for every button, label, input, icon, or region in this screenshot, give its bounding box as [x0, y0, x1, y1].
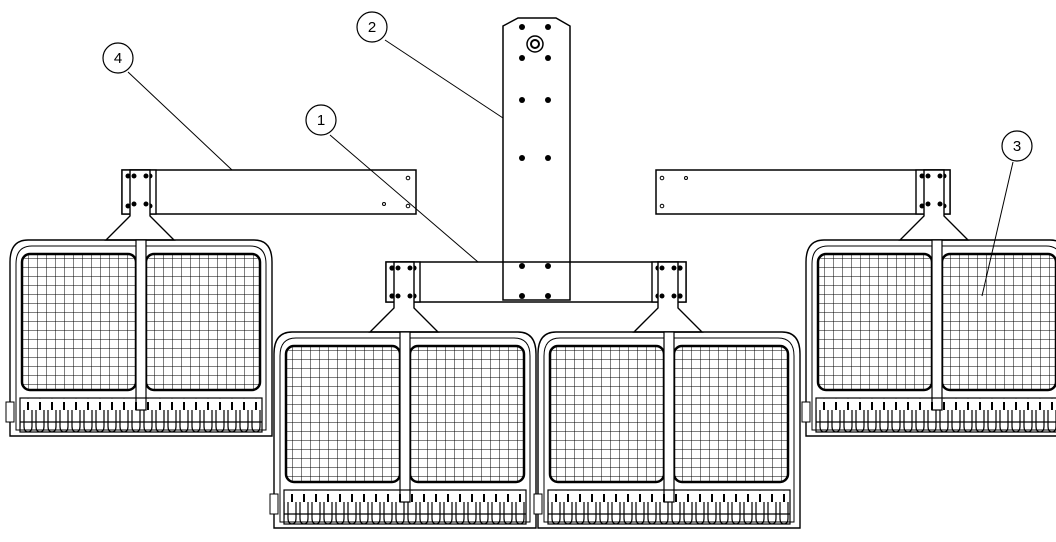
callout-1: 1 — [305, 104, 337, 136]
callout-3-label: 3 — [1013, 138, 1021, 155]
fixture-center-right — [532, 330, 802, 530]
callout-4-label: 4 — [114, 50, 122, 67]
fixture-left — [4, 238, 274, 438]
fixture-center-left — [268, 330, 538, 530]
fixture-right — [800, 238, 1056, 438]
yoke-left — [105, 169, 175, 241]
leader-line-3 — [981, 161, 1014, 297]
yoke-right — [899, 169, 969, 241]
callout-3: 3 — [1001, 130, 1033, 162]
leader-line-4 — [127, 71, 233, 171]
right-arm — [655, 169, 951, 215]
yoke-center-left — [369, 261, 439, 333]
leader-line-1 — [329, 134, 479, 263]
callout-1-label: 1 — [317, 112, 325, 129]
leader-line-2 — [384, 39, 504, 119]
left-arm — [121, 169, 417, 215]
callout-2: 2 — [356, 11, 388, 43]
callout-4: 4 — [102, 42, 134, 74]
callout-2-label: 2 — [368, 19, 376, 36]
yoke-center-right — [633, 261, 703, 333]
vertical-mast — [502, 17, 571, 301]
